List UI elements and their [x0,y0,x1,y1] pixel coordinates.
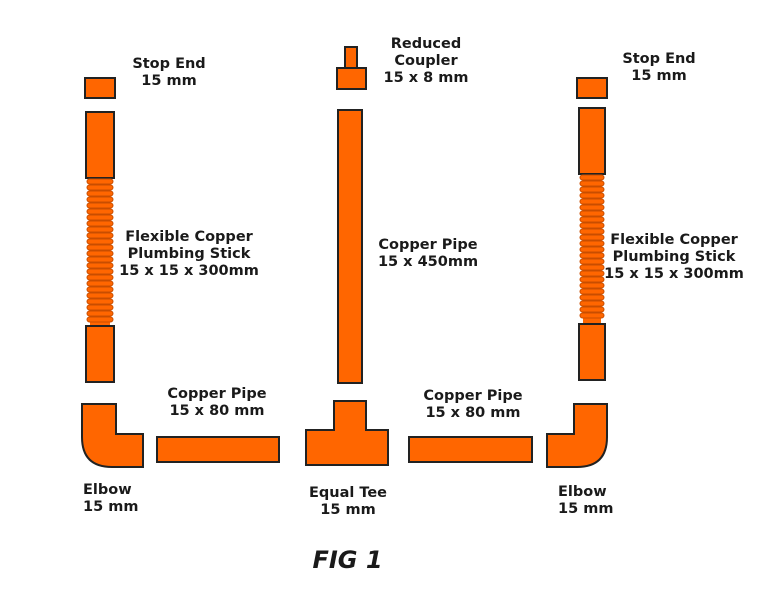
flex-rib [579,210,605,217]
flex-rib [579,288,605,295]
flex-rib [579,240,605,247]
flex-rib [86,250,114,257]
flex-rib [86,280,114,287]
flex-rib [86,220,114,227]
flex-rib [579,294,605,301]
flex-rib [86,208,114,215]
elbow-left [81,403,144,468]
flex-rib [579,174,605,181]
flex-rib [579,180,605,187]
flex-rib [86,244,114,251]
reduced-coupler-small [344,46,358,69]
label-reduced-coupler: Reduced Coupler 15 x 8 mm [383,36,469,86]
label-stop-end-right: Stop End 15 mm [622,51,696,84]
label-copper-pipe-long: Copper Pipe 15 x 450mm [377,237,479,270]
flex-rib [86,196,114,203]
flex-corrugation-left [86,178,114,326]
copper-pipe-short-right [408,436,533,463]
flex-pipe-right-bottom-section [578,323,606,381]
flex-rib [579,186,605,193]
flex-rib [86,310,114,317]
flex-rib [579,204,605,211]
flex-rib [579,216,605,223]
reduced-coupler-body [336,67,367,90]
flex-rib [579,228,605,235]
flex-rib [579,306,605,313]
flex-rib [86,232,114,239]
stop-end-left [84,77,116,99]
label-elbow-right: Elbow 15 mm [558,484,614,517]
stop-end-right [576,77,608,99]
flex-rib [86,298,114,305]
flex-rib [86,202,114,209]
flex-rib [579,234,605,241]
flex-rib [86,304,114,311]
copper-pipe-short-left [156,436,280,463]
flex-rib [579,222,605,229]
flex-rib [579,264,605,271]
flex-rib [579,252,605,259]
flex-rib [86,256,114,263]
flex-rib [86,268,114,275]
flex-rib [579,198,605,205]
label-elbow-left: Elbow 15 mm [83,482,139,515]
elbow-right [546,403,608,468]
flex-rib [579,258,605,265]
flex-rib [579,192,605,199]
flex-pipe-left-bottom-section [85,325,115,383]
flex-rib [86,316,114,323]
flex-rib [86,292,114,299]
flex-pipe-left-top-section [85,111,115,179]
flex-rib [86,190,114,197]
figure-caption: FIG 1 [312,546,383,574]
label-equal-tee: Equal Tee 15 mm [308,485,388,518]
flex-rib [86,286,114,293]
label-flex-left: Flexible Copper Plumbing Stick 15 x 15 x… [119,229,259,279]
flex-rib [579,312,605,319]
flex-rib [86,178,114,185]
flex-rib [86,184,114,191]
flex-pipe-right-top-section [578,107,606,175]
label-flex-right: Flexible Copper Plumbing Stick 15 x 15 x… [604,232,744,282]
flex-rib [86,262,114,269]
copper-pipe-long [337,109,363,384]
equal-tee [305,400,389,466]
flex-rib [86,238,114,245]
flex-corrugation-right [579,174,605,324]
flex-rib [579,270,605,277]
label-copper-pipe-short-right: Copper Pipe 15 x 80 mm [423,388,523,421]
flex-rib [579,300,605,307]
flex-rib [579,282,605,289]
label-stop-end-left: Stop End 15 mm [132,56,206,89]
label-copper-pipe-short-left: Copper Pipe 15 x 80 mm [167,386,267,419]
flex-rib [86,226,114,233]
flex-rib [579,246,605,253]
flex-rib [86,274,114,281]
flex-rib [86,214,114,221]
flex-rib [579,276,605,283]
